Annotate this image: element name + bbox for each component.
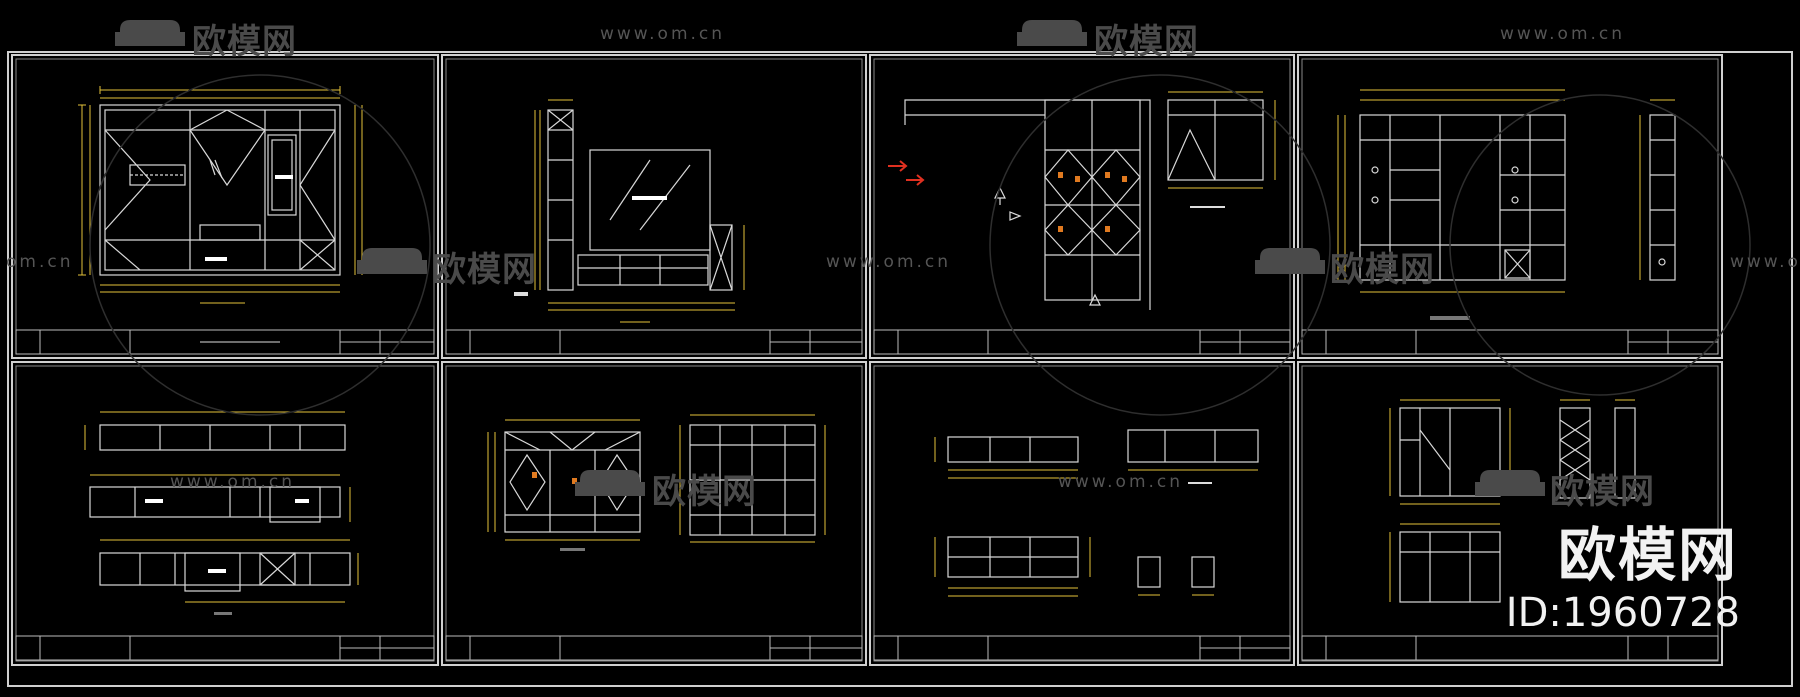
sheet-8-titleblock	[1301, 635, 1719, 661]
sheet-7-dimensions	[934, 437, 1258, 597]
sheet-7-border	[869, 361, 1295, 666]
sheet-8	[1297, 361, 1723, 666]
sheet-6-border	[441, 361, 867, 666]
sheet-6-titleblock	[445, 635, 863, 661]
sheet-4-titleblock	[1301, 329, 1719, 355]
sheet-4-border	[1297, 54, 1723, 359]
sheet-6-dimensions	[487, 414, 826, 543]
sheet-4-dimensions	[1337, 89, 1675, 293]
sheet-3	[869, 54, 1295, 359]
sheet-1-titleblock	[15, 329, 435, 355]
sheet-1-elevation	[99, 104, 341, 276]
sheet-5-titleblock	[15, 635, 435, 661]
sheet-8-dimensions	[1389, 399, 1635, 602]
sheet-4-elevation	[1359, 114, 1676, 281]
sheet-6-cabinets	[504, 424, 816, 536]
sheet-5-inner	[15, 365, 435, 662]
sheet-7-inner	[873, 365, 1291, 662]
watermark-brand: 欧模网	[1330, 250, 1435, 290]
sheet-3-titleblock	[873, 329, 1291, 355]
sheet-8-inner	[1301, 365, 1719, 662]
watermark-brand: 欧模网	[1550, 472, 1655, 512]
corner-watermark-id: ID:1960728	[1505, 590, 1740, 636]
sheet-2	[441, 54, 867, 359]
sheet-3-border	[869, 54, 1295, 359]
sofa-logo-icon	[115, 20, 1545, 496]
watermark-url: om.cn	[6, 252, 74, 272]
outer-frame	[7, 51, 1793, 687]
watermark-brand: 欧模网	[432, 250, 537, 290]
sheet-2-border	[441, 54, 867, 359]
sheet-7-details	[947, 429, 1259, 588]
watermark-url: www.om.cn	[1058, 472, 1184, 492]
sheet-1-dimensions	[78, 86, 363, 293]
watermark-url: www.om.cn	[1500, 24, 1626, 44]
sheet-7	[869, 361, 1295, 666]
sheet-3-floor-plan	[904, 99, 1264, 310]
sheet-8-border	[1297, 361, 1723, 666]
sheet-4	[1297, 54, 1723, 359]
watermark-brand: 欧模网	[192, 22, 297, 62]
sheet-5-dimensions	[84, 411, 359, 603]
sheet-2-titleblock	[445, 329, 863, 355]
sheet-3-inner	[873, 58, 1291, 355]
watermark-brand: 欧模网	[1094, 22, 1199, 62]
sheet-5-border	[11, 361, 439, 666]
sheet-4-inner	[1301, 58, 1719, 355]
sheet-3-dimensions	[1168, 91, 1276, 189]
sheet-1	[11, 54, 439, 359]
sheet-2-dimensions	[534, 99, 745, 311]
watermark-url: www.om.cn	[826, 252, 952, 272]
sheet-5-plans	[89, 424, 351, 592]
sheet-6	[441, 361, 867, 666]
corner-watermark-brand: 欧模网	[1557, 521, 1738, 589]
sheet-2-tv-wall	[547, 109, 733, 291]
sheet-8-details	[1399, 407, 1636, 603]
watermark-url: www.om.cn	[1730, 252, 1800, 272]
sheet-1-border	[11, 54, 439, 359]
watermark-url: www.om.cn	[600, 24, 726, 44]
red-arrow-icon	[888, 160, 925, 186]
sheet-1-inner	[15, 58, 435, 355]
watermark-url: www.om.cn	[170, 472, 296, 492]
sheet-6-inner	[445, 365, 863, 662]
sheet-5	[11, 361, 439, 666]
sheet-7-titleblock	[873, 635, 1291, 661]
watermark-brand: 欧模网	[652, 472, 757, 512]
